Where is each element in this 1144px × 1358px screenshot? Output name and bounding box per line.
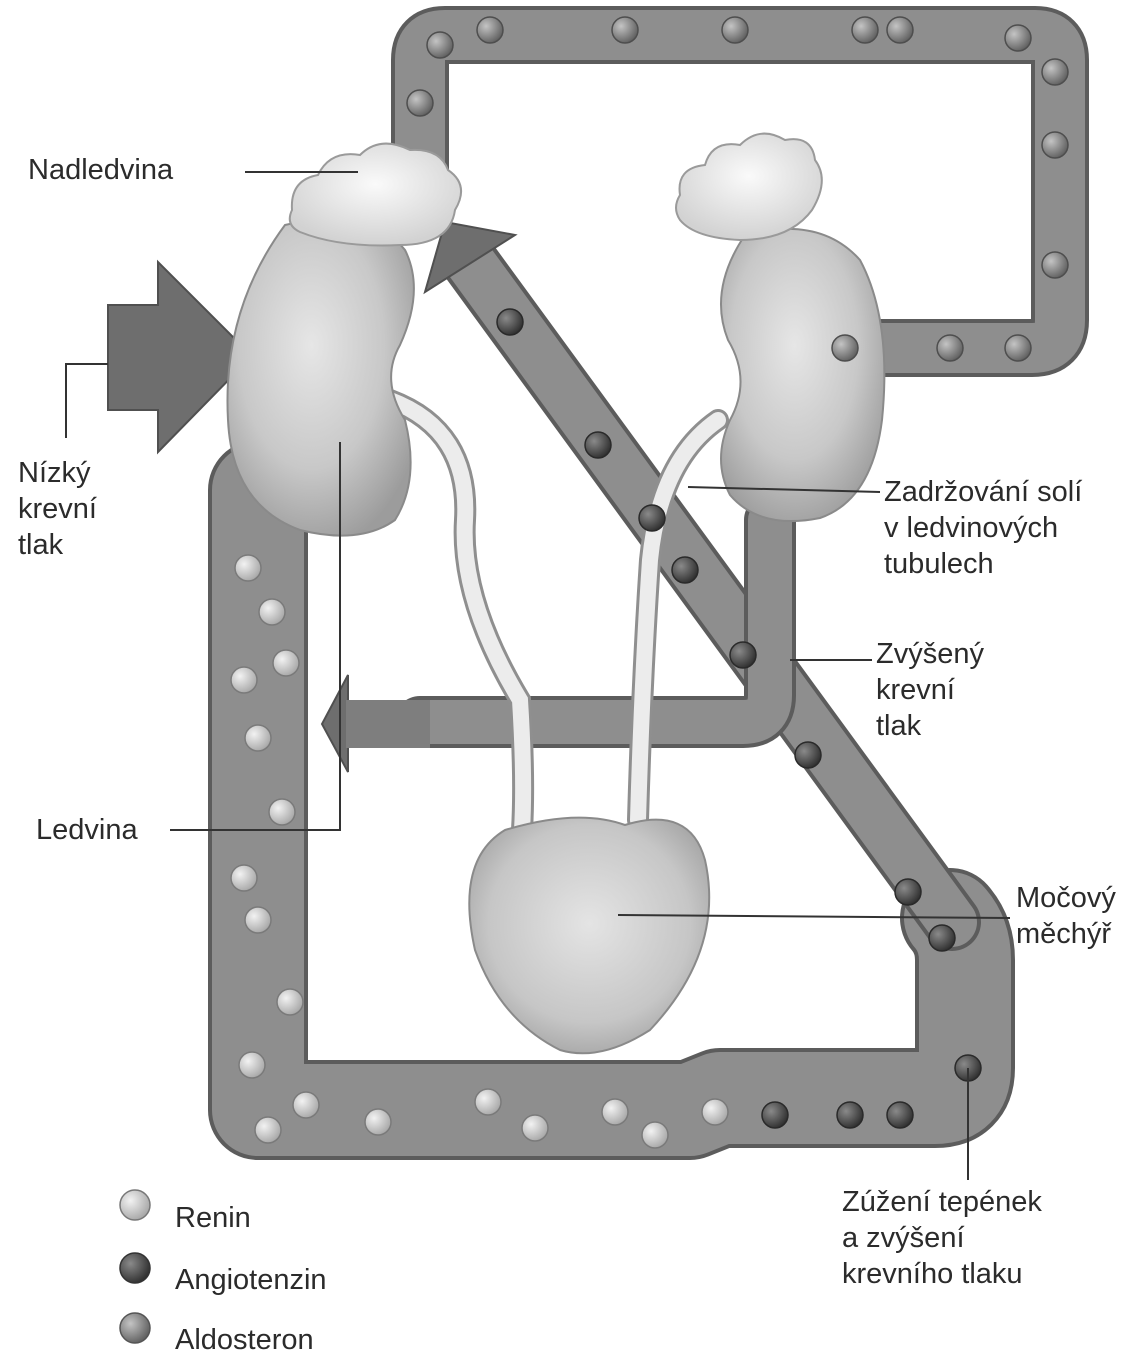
renin-molecule	[365, 1109, 391, 1135]
renin-molecule	[255, 1117, 281, 1143]
label-low-pressure-line2: krevní	[18, 491, 97, 527]
arrowhead-left	[322, 675, 348, 772]
arrow-left-body	[346, 700, 430, 748]
label-constriction-line3: krevního tlaku	[842, 1256, 1042, 1292]
angiotenzin-molecule	[497, 309, 523, 335]
renin-molecule	[475, 1089, 501, 1115]
leader-low-pressure	[66, 364, 108, 438]
legend-label-renin: Renin	[175, 1200, 251, 1236]
aldosteron-molecule	[1042, 132, 1068, 158]
aldosteron-molecule	[832, 335, 858, 361]
label-raised-pressure-line1: Zvýšený	[876, 636, 984, 672]
aldosteron-molecule	[937, 335, 963, 361]
legend-aldosteron-text: Aldosteron	[175, 1322, 314, 1358]
label-raised-pressure: Zvýšený krevní tlak	[876, 636, 984, 744]
aldosteron-molecule	[887, 17, 913, 43]
adrenal-right	[676, 134, 822, 240]
renin-molecule	[245, 725, 271, 751]
label-raised-pressure-line3: tlak	[876, 708, 984, 744]
aldosteron-molecule	[407, 90, 433, 116]
renin-molecule	[702, 1099, 728, 1125]
label-raised-pressure-line2: krevní	[876, 672, 984, 708]
renin-molecule	[277, 989, 303, 1015]
aldosteron-molecule	[1005, 25, 1031, 51]
legend-label-aldosteron: Aldosteron	[175, 1322, 314, 1358]
label-low-pressure-line3: tlak	[18, 527, 97, 563]
angiotenzin-molecule	[795, 742, 821, 768]
label-salt-retention-line3: tubulech	[884, 546, 1082, 582]
label-kidney-text: Ledvina	[36, 812, 138, 848]
label-salt-retention-line2: v ledvinových	[884, 510, 1082, 546]
renin-molecule	[293, 1092, 319, 1118]
label-salt-retention: Zadržování solí v ledvinových tubulech	[884, 474, 1082, 582]
renin-molecule	[245, 907, 271, 933]
label-low-pressure: Nízký krevní tlak	[18, 455, 97, 563]
label-bladder: Močový měchýř	[1016, 880, 1116, 952]
kidney-left	[227, 219, 413, 536]
renin-molecule	[642, 1122, 668, 1148]
angiotenzin-molecule	[929, 925, 955, 951]
legend-angiotenzin-text: Angiotenzin	[175, 1262, 327, 1298]
renin-molecule	[602, 1099, 628, 1125]
angiotenzin-molecule	[639, 505, 665, 531]
legend-renin-text: Renin	[175, 1200, 251, 1236]
aldosteron-molecule	[1005, 335, 1031, 361]
label-bladder-line2: měchýř	[1016, 916, 1116, 952]
renin-molecule	[239, 1052, 265, 1078]
label-adrenal: Nadledvina	[28, 152, 173, 188]
adrenal-left	[290, 144, 461, 246]
label-constriction-line2: a zvýšení	[842, 1220, 1042, 1256]
aldosteron-molecule	[1042, 59, 1068, 85]
aldosteron-molecule	[477, 17, 503, 43]
renin-molecule	[273, 650, 299, 676]
label-kidney: Ledvina	[36, 812, 138, 848]
legend-label-angiotenzin: Angiotenzin	[175, 1262, 327, 1298]
aldosteron-molecule	[612, 17, 638, 43]
aldosteron-molecule	[852, 17, 878, 43]
label-adrenal-text: Nadledvina	[28, 152, 173, 188]
angiotenzin-molecule	[762, 1102, 788, 1128]
angiotenzin-molecule	[887, 1102, 913, 1128]
renin-molecule	[235, 555, 261, 581]
renin-molecule	[231, 667, 257, 693]
legend-dot-aldosteron	[120, 1313, 150, 1343]
kidney-right	[721, 229, 884, 521]
label-constriction: Zúžení tepének a zvýšení krevního tlaku	[842, 1184, 1042, 1292]
angiotenzin-molecule	[585, 432, 611, 458]
legend-dots	[120, 1190, 150, 1343]
legend-dot-renin	[120, 1190, 150, 1220]
renin-molecule	[269, 799, 295, 825]
angiotenzin-molecule	[895, 879, 921, 905]
aldosteron-molecule	[722, 17, 748, 43]
label-salt-retention-line1: Zadržování solí	[884, 474, 1082, 510]
angiotenzin-molecule	[837, 1102, 863, 1128]
aldosteron-molecule	[427, 32, 453, 58]
renin-molecule	[259, 599, 285, 625]
bladder	[469, 818, 709, 1054]
angiotenzin-molecule	[730, 642, 756, 668]
label-bladder-line1: Močový	[1016, 880, 1116, 916]
label-low-pressure-line1: Nízký	[18, 455, 97, 491]
legend-dot-angiotenzin	[120, 1253, 150, 1283]
renin-molecule	[522, 1115, 548, 1141]
renin-molecule	[231, 865, 257, 891]
label-constriction-line1: Zúžení tepének	[842, 1184, 1042, 1220]
aldosteron-molecule	[1042, 252, 1068, 278]
angiotenzin-molecule	[672, 557, 698, 583]
